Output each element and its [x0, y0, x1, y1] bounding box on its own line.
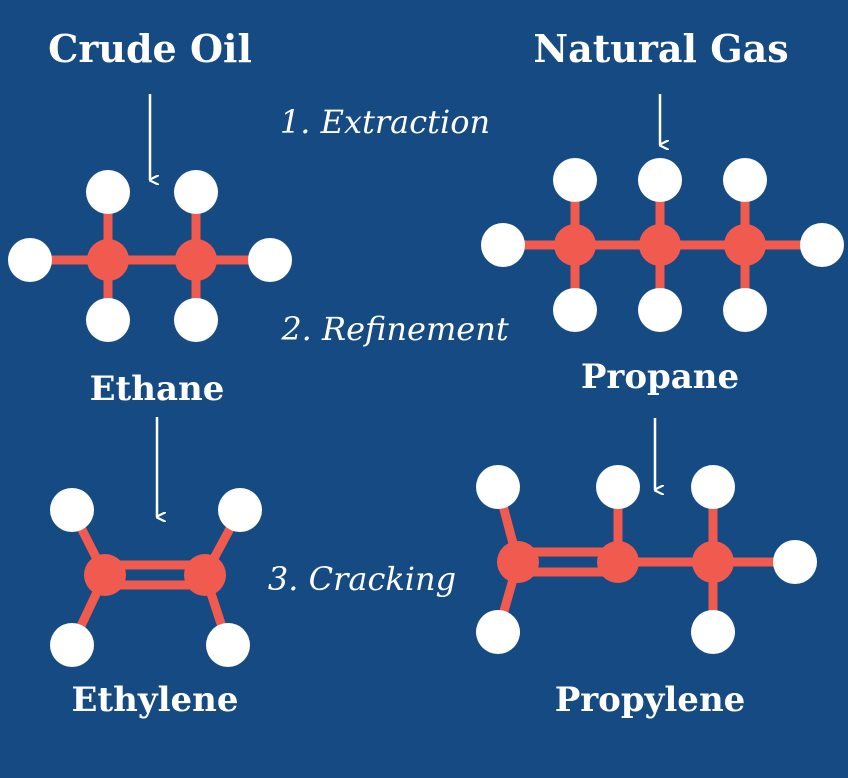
- propane-molecule: [481, 158, 844, 332]
- hydrogen-atom: [691, 465, 735, 509]
- hydrogen-atom: [596, 465, 640, 509]
- hydrogen-atom: [553, 158, 597, 202]
- carbon-atom: [724, 224, 766, 266]
- hydrogen-atom: [800, 223, 844, 267]
- carbon-atom: [692, 541, 734, 583]
- carbon-atom: [84, 554, 126, 596]
- hydrogen-atom: [723, 288, 767, 332]
- ethane-label: Ethane: [90, 369, 225, 409]
- hydrogen-atom: [174, 298, 218, 342]
- hydrogen-atom: [638, 158, 682, 202]
- hydrogen-atom: [481, 223, 525, 267]
- carbon-atom: [639, 224, 681, 266]
- hydrogen-atom: [773, 540, 817, 584]
- carbon-atom: [175, 239, 217, 281]
- hydrogen-atom: [476, 610, 520, 654]
- hydrogen-atom: [218, 488, 262, 532]
- hydrogen-atom: [248, 238, 292, 282]
- hydrogen-atom: [476, 465, 520, 509]
- hydrogen-atom: [174, 170, 218, 214]
- ethylene-label: Ethylene: [72, 680, 239, 720]
- crude-oil-title: Crude Oil: [48, 26, 252, 71]
- propylene-label: Propylene: [555, 680, 746, 720]
- carbon-atom: [497, 541, 539, 583]
- hydrogen-atom: [553, 288, 597, 332]
- hydrogen-atom: [86, 170, 130, 214]
- step-extraction-label: 1. Extraction: [280, 103, 490, 141]
- hydrogen-atom: [8, 238, 52, 282]
- hydrogen-atom: [50, 623, 94, 667]
- carbon-atom: [87, 239, 129, 281]
- step-cracking-label: 3. Cracking: [268, 560, 456, 598]
- ethane-molecule: [8, 170, 292, 342]
- step-refinement-label: 2. Refinement: [280, 310, 509, 348]
- natural-gas-title: Natural Gas: [533, 26, 788, 71]
- carbon-atom: [554, 224, 596, 266]
- carbon-atom: [597, 541, 639, 583]
- hydrogen-atom: [723, 158, 767, 202]
- propane-label: Propane: [581, 357, 739, 397]
- propylene-molecule: [476, 465, 817, 654]
- hydrogen-atom: [86, 298, 130, 342]
- ethylene-molecule: [50, 488, 262, 667]
- hydrogen-atom: [50, 488, 94, 532]
- carbon-atom: [184, 554, 226, 596]
- hydrogen-atom: [691, 610, 735, 654]
- hydrogen-atom: [638, 288, 682, 332]
- hydrogen-atom: [206, 623, 250, 667]
